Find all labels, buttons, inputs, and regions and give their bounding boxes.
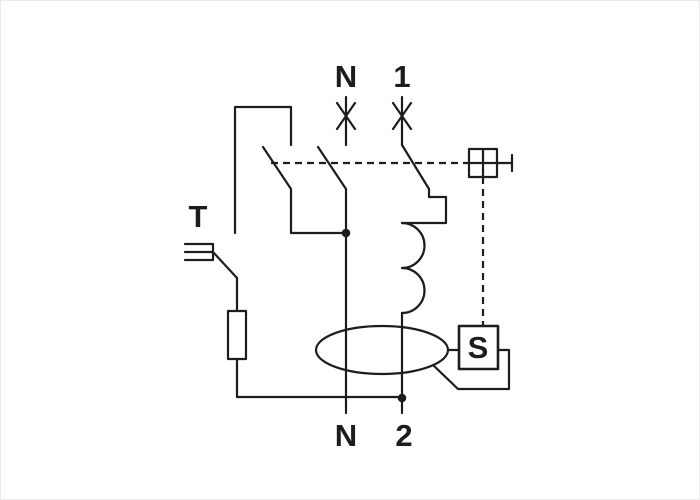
label-terminal-bottom-neutral: N <box>335 418 357 453</box>
terminal-symbol-top-neutral-icon <box>335 95 357 147</box>
trip-mechanism-icon <box>467 147 514 179</box>
wire-left-pole-feed <box>233 105 293 235</box>
label-trip-solenoid: S <box>468 330 489 365</box>
wire-left-pole-to-neutral <box>289 187 348 235</box>
switch-blade-line <box>400 143 431 191</box>
switch-blade-left <box>261 145 293 191</box>
label-terminal-top-neutral: N <box>335 59 357 94</box>
solenoid-box <box>457 324 500 371</box>
switch-blade-neutral <box>316 145 348 191</box>
trip-coil <box>400 221 426 315</box>
terminal-symbol-top-line-icon <box>391 95 413 147</box>
wire-line-step <box>400 187 448 225</box>
label-terminal-bottom-line: 2 <box>395 418 412 453</box>
wiring <box>183 95 514 415</box>
label-terminal-top-line: 1 <box>393 59 410 94</box>
label-test-button: T <box>189 199 208 234</box>
wire-test-return <box>235 357 404 399</box>
labels: N 1 T S N 2 <box>189 59 489 453</box>
test-button-icon <box>183 242 239 280</box>
wire-solenoid-return <box>431 348 511 391</box>
